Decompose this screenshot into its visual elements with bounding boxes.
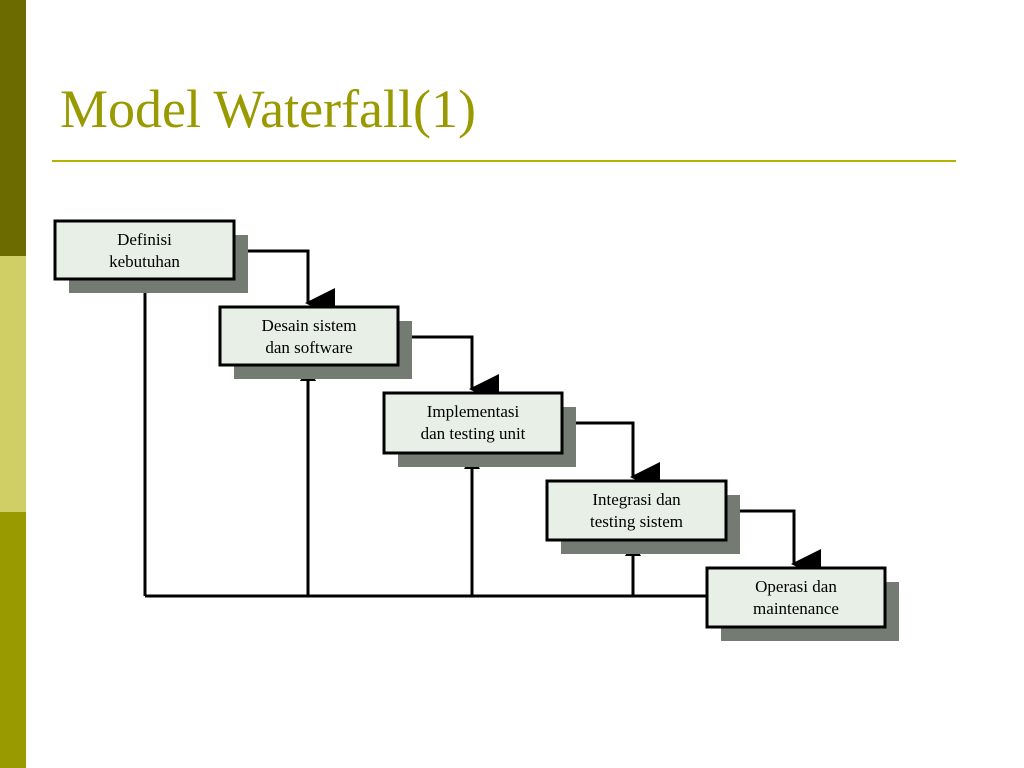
phase-box-frame bbox=[545, 479, 728, 542]
title-underline bbox=[52, 160, 956, 162]
phase-box: Desain sistem dan software bbox=[218, 305, 412, 379]
phase-label-line: Operasi dan bbox=[755, 577, 837, 596]
phase-box-frame bbox=[705, 566, 887, 629]
sidebar-accent-middle bbox=[0, 256, 26, 512]
phase-label-line: dan testing unit bbox=[421, 424, 526, 443]
forward-arrow bbox=[726, 509, 821, 579]
phase-box: Definisi kebutuhan bbox=[53, 219, 248, 293]
phase-box-frame bbox=[53, 219, 236, 281]
phase-box: Operasi dan maintenance bbox=[705, 566, 899, 641]
phase-label-line: testing sistem bbox=[590, 512, 683, 531]
phase-box-frame bbox=[218, 305, 400, 367]
phase-box: Integrasi dan testing sistem bbox=[545, 479, 740, 554]
slide-title: Model Waterfall(1) bbox=[60, 79, 476, 139]
phase-box-frame bbox=[382, 391, 564, 455]
phase-label-line: Definisi bbox=[117, 230, 172, 249]
phase-label-line: Desain sistem bbox=[262, 316, 357, 335]
sidebar-accent-bottom bbox=[0, 512, 26, 768]
phase-label-line: maintenance bbox=[753, 599, 839, 618]
phase-label-line: kebutuhan bbox=[109, 252, 180, 271]
phase-label-line: Integrasi dan bbox=[592, 490, 681, 509]
forward-arrow bbox=[562, 421, 660, 492]
phase-label-line: Implementasi bbox=[427, 402, 520, 421]
sidebar-accent-top bbox=[0, 0, 26, 256]
phase-label-line: dan software bbox=[265, 338, 352, 357]
forward-arrow bbox=[398, 335, 499, 404]
forward-arrow bbox=[234, 249, 335, 318]
phase-box: Implementasi dan testing unit bbox=[382, 391, 576, 467]
